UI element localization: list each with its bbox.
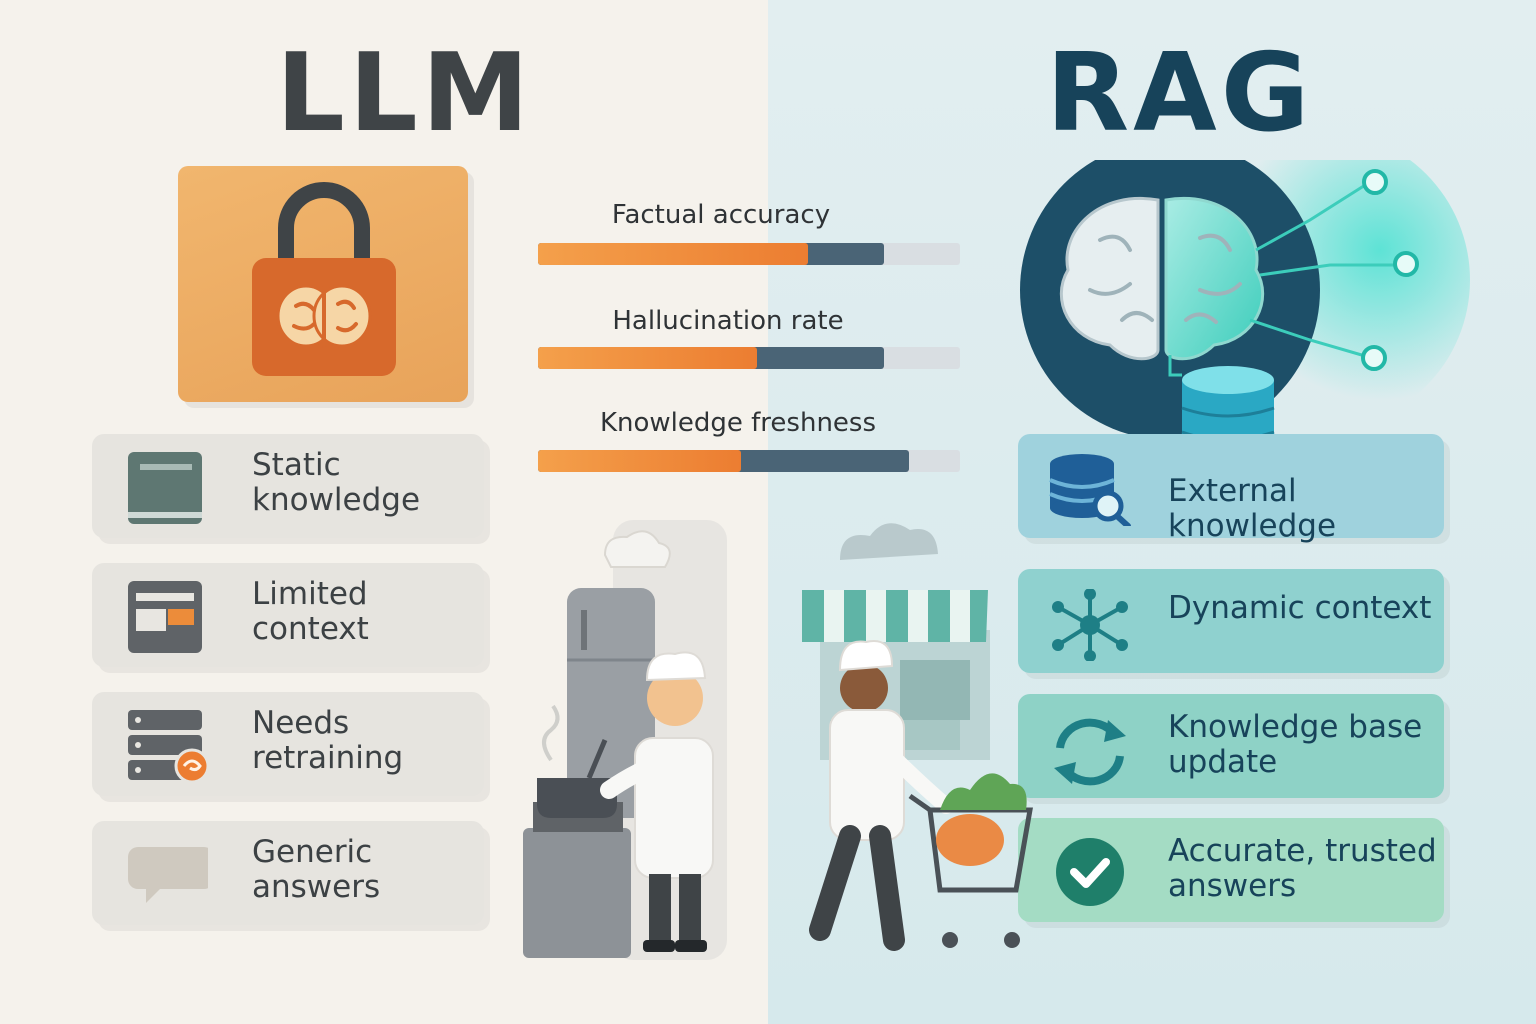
llm-title: LLM	[276, 31, 534, 156]
chef-shopping-icon	[802, 523, 1033, 951]
llm-bar	[538, 347, 758, 369]
metric-bar-track	[538, 450, 960, 472]
rag-brain-hero	[1010, 130, 1470, 460]
context-window-icon	[128, 581, 202, 653]
speech-bubble-icon	[128, 847, 208, 903]
feature-label: Needs retraining	[252, 705, 404, 776]
metric-bar-track	[538, 243, 960, 265]
llm-feature-generic-answers: Generic answers	[92, 821, 484, 925]
feature-label: Knowledge base update	[1168, 709, 1423, 780]
metric-label: Knowledge freshness	[599, 408, 877, 438]
rag-feature-accurate-answers: Accurate, trusted answers	[1018, 818, 1444, 922]
network-icon	[1052, 589, 1128, 661]
llm-feature-needs-retraining: Needs retraining	[92, 692, 484, 796]
book-icon	[128, 452, 202, 524]
feature-label: Static knowledge	[252, 447, 421, 518]
llm-feature-static-knowledge: Static knowledge	[92, 434, 484, 538]
chef-kitchen-illustration	[515, 510, 765, 960]
chef-cooking-icon	[523, 520, 727, 960]
feature-label: External knowledge	[1168, 473, 1337, 544]
rag-feature-external-knowledge: External knowledge	[1018, 434, 1444, 544]
metric-label: Factual accuracy	[611, 200, 831, 230]
chef-market-illustration	[790, 510, 1040, 960]
locked-brain-card	[178, 166, 468, 402]
feature-label: Accurate, trusted answers	[1168, 833, 1437, 904]
llm-feature-limited-context: Limited context	[92, 563, 484, 667]
rag-feature-knowledge-base-update: Knowledge base update	[1018, 694, 1444, 798]
rag-feature-dynamic-context: Dynamic context	[1018, 569, 1444, 673]
database-search-icon	[1049, 454, 1131, 526]
llm-bar	[538, 450, 741, 472]
metric-label: Hallucination rate	[612, 306, 844, 336]
checkmark-icon	[1056, 838, 1124, 906]
padlock-brain-icon	[252, 182, 396, 376]
server-retrain-icon	[128, 710, 208, 782]
llm-bar	[538, 243, 809, 265]
refresh-icon	[1054, 718, 1126, 786]
feature-label: Dynamic context	[1168, 590, 1432, 626]
metric-bar-track	[538, 347, 960, 369]
rag-title: RAG	[1046, 31, 1314, 156]
feature-label: Generic answers	[252, 834, 381, 905]
feature-label: Limited context	[252, 576, 369, 647]
connected-brain-icon	[1020, 130, 1470, 460]
